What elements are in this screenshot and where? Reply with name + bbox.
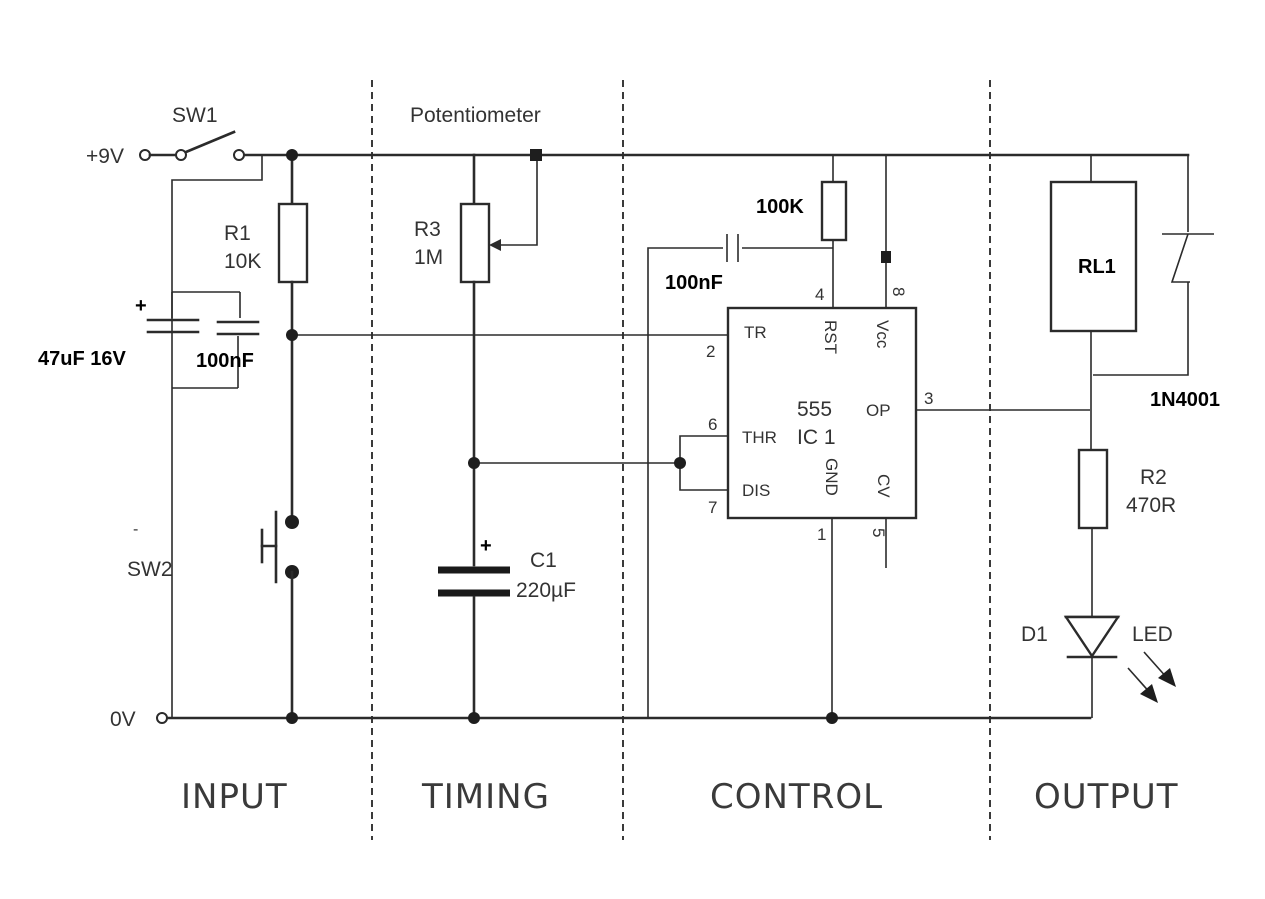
sw1-label: SW1 xyxy=(172,104,218,127)
section-input-label: INPUT xyxy=(181,777,288,817)
r1-value: 10K xyxy=(224,250,261,273)
r1-body xyxy=(277,202,309,284)
pin-7-number: 7 xyxy=(708,498,717,517)
relay-name: RL1 xyxy=(1078,256,1116,278)
pin-8-number: 8 xyxy=(889,287,908,296)
pin-rst-label: RST xyxy=(821,320,840,354)
ic-name: IC 1 xyxy=(797,426,836,449)
pin-dis-label: DIS xyxy=(742,481,770,500)
switch-sw2: - SW2 xyxy=(127,510,299,720)
led-value: LED xyxy=(1132,623,1173,646)
pin-cv-label: CV xyxy=(874,474,893,498)
led-ray-2-head xyxy=(1158,668,1176,687)
section-dividers xyxy=(371,80,991,840)
potentiometer-label: Potentiometer xyxy=(410,104,541,127)
sw1-contact-right xyxy=(233,149,245,161)
pin-tr-label: TR xyxy=(744,323,767,342)
junction-ground-sw2 xyxy=(286,712,298,724)
thr-dis-link xyxy=(679,435,728,491)
pin-vcc-label: Vcc xyxy=(873,320,892,349)
junction-ground-ic xyxy=(826,712,838,724)
pin-4-number: 4 xyxy=(815,285,824,304)
sw2-contact-top xyxy=(285,515,299,529)
c47-value-label: 47uF 16V xyxy=(38,348,126,370)
flyback-diode: 1N4001 xyxy=(1093,155,1220,411)
pin-6-number: 6 xyxy=(708,415,717,434)
junction-supply-r1 xyxy=(286,149,298,161)
r3-wiper-wire xyxy=(498,155,538,246)
capacitor-c1: + C1 220µF xyxy=(438,535,576,720)
c1-value: 220µF xyxy=(516,579,576,602)
input-left-wire xyxy=(171,155,263,718)
input-capacitors: + 47uF 16V 100nF xyxy=(38,155,263,718)
pin-2-number: 2 xyxy=(706,342,715,361)
vcc-junction xyxy=(881,251,891,263)
junction-threshold xyxy=(468,457,480,469)
relay-coil xyxy=(1049,180,1138,333)
diode-value: 1N4001 xyxy=(1150,389,1220,411)
sw2-tick: - xyxy=(133,521,138,538)
pin-5-number: 5 xyxy=(869,528,888,537)
ic-type: 555 xyxy=(797,398,832,421)
diode-bottom-wire xyxy=(1093,282,1189,376)
r-reset-value: 100K xyxy=(756,196,804,218)
r3-body xyxy=(459,202,491,284)
junction-ground-c1 xyxy=(468,712,480,724)
ground-label: 0V xyxy=(110,708,136,731)
r3-value: 1M xyxy=(414,246,443,269)
r2-value: 470R xyxy=(1126,494,1176,517)
c1-polarity: + xyxy=(480,535,492,557)
section-output-label: OUTPUT xyxy=(1034,777,1179,817)
led-ray-1-head xyxy=(1140,684,1158,703)
switch-sw1: SW1 xyxy=(148,104,245,161)
relay-rl1: RL1 xyxy=(1049,155,1138,450)
sw1-lever xyxy=(184,130,236,154)
sw1-contact-left xyxy=(175,149,187,161)
resistor-r2: R2 470R xyxy=(1077,448,1176,617)
led-triangle xyxy=(1063,615,1121,659)
pin-op-label: OP xyxy=(866,401,891,420)
junction-trigger xyxy=(286,329,298,341)
sw2-label: SW2 xyxy=(127,558,173,581)
supply-terminal xyxy=(139,149,151,161)
c-reset-left-wire xyxy=(647,247,723,718)
ic-555: TR THR DIS OP RST Vcc GND CV 555 IC 1 2 … xyxy=(706,285,933,544)
resistor-r1: R1 10K xyxy=(224,153,309,522)
pin-1-number: 1 xyxy=(817,525,826,544)
potentiometer-r3: Potentiometer R3 1M xyxy=(410,104,541,567)
junction-supply-pot xyxy=(530,149,542,161)
junctions xyxy=(286,149,838,724)
ic-body xyxy=(726,306,918,520)
diode-body xyxy=(1170,233,1190,283)
r3-name: R3 xyxy=(414,218,441,241)
ground-terminal xyxy=(156,712,168,724)
c100n-value-label: 100nF xyxy=(196,350,254,372)
section-timing-label: TIMING xyxy=(421,777,550,817)
c1-name: C1 xyxy=(530,549,557,572)
section-control-label: CONTROL xyxy=(710,777,883,817)
r1-name: R1 xyxy=(224,222,251,245)
c-reset-value: 100nF xyxy=(665,272,723,294)
r-reset-body xyxy=(820,180,848,242)
r2-body xyxy=(1077,448,1109,530)
led-name: D1 xyxy=(1021,623,1048,646)
c47-polarity: + xyxy=(135,295,147,317)
junction-thr-dis xyxy=(674,457,686,469)
r2-name: R2 xyxy=(1140,466,1167,489)
reset-network: 100K 100nF xyxy=(647,155,848,718)
pin-gnd-label: GND xyxy=(822,458,841,496)
r3-wiper-arrow xyxy=(489,239,501,251)
pin-thr-label: THR xyxy=(742,428,777,447)
supply-label: +9V xyxy=(86,145,124,168)
pin-3-number: 3 xyxy=(924,389,933,408)
led-d1: D1 LED xyxy=(1021,615,1176,718)
